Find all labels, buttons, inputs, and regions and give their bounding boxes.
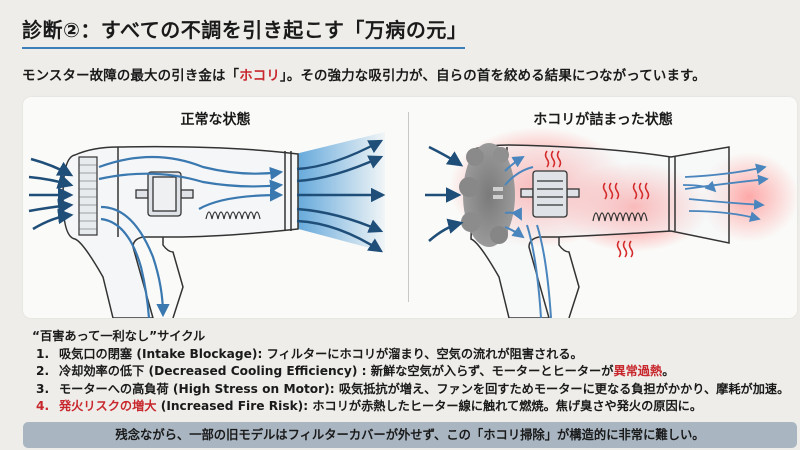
cycle-item-4: 4.発火リスクの増大 (Increased Fire Risk): ホコリが赤熱… [36, 399, 703, 414]
hair-dryer-clogged-illustration [425, 127, 797, 318]
page-title: 診断②：すべての不調を引き起こす「万病の元」 [22, 18, 468, 42]
heating-coil-icon [205, 211, 261, 220]
cycle-heading: “百害あって一利なし”サイクル [32, 329, 206, 343]
panel-divider [408, 112, 409, 302]
cycle-item-1: 1.吸気口の閉塞 (Intake Blockage): フィルターにホコリが溜ま… [36, 346, 583, 361]
overheat-highlight: 異常過熱 [613, 364, 663, 379]
outflow-arrows [682, 163, 769, 222]
title-underline [22, 47, 465, 49]
lead-suffix: 」。その強力な吸引力が、自らの首を絞める結果につながっています。 [279, 69, 706, 84]
intake-arrows [28, 157, 74, 231]
dust-clog-icon [459, 143, 515, 247]
motor-icon [135, 171, 194, 217]
cycle-section: “百害あって一利なし”サイクル 1.吸気口の閉塞 (Intake Blockag… [32, 328, 789, 416]
heat-waves-icon [544, 150, 650, 258]
fire-risk-highlight: 発火リスクの増大 [59, 399, 157, 414]
heating-coil-icon [592, 212, 648, 222]
cycle-list: 1.吸気口の閉塞 (Intake Blockage): フィルターにホコリが溜ま… [32, 346, 789, 416]
intake-arrows [425, 145, 464, 242]
intake-grill [78, 156, 98, 236]
motor-icon [520, 170, 580, 218]
footer-note-banner: 残念ながら、一部の旧モデルはフィルターカバーが外せず、この「ホコリ掃除」が構造的… [23, 422, 797, 448]
lead-highlight: ホコリ [239, 69, 280, 84]
hair-dryer-normal-illustration [28, 132, 386, 318]
diagram-card: 正常な状態 [23, 97, 797, 318]
airflow-glow [291, 132, 385, 252]
outflow-arrows [296, 139, 386, 253]
clogged-state-title: ホコリが詰まった状態 [533, 112, 673, 128]
normal-state-title: 正常な状態 [180, 112, 251, 128]
lead-text: モンスター故障の最大の引き金は「ホコリ」。その強力な吸引力が、自らの首を絞める結… [22, 64, 706, 84]
cycle-item-2: 2.冷却効率の低下 (Decreased Cooling Efficiency)… [36, 364, 675, 379]
lead-prefix: モンスター故障の最大の引き金は「 [22, 69, 240, 84]
internal-airflow-arrows [98, 155, 284, 318]
clogged-state-panel: ホコリが詰まった状態 [409, 97, 797, 318]
cycle-item-3: 3.モーターへの高負荷 (High Stress on Motor): 吸気抵抗… [36, 381, 790, 396]
internal-airflow-arrows [504, 155, 552, 318]
normal-state-panel: 正常な状態 [23, 97, 408, 318]
